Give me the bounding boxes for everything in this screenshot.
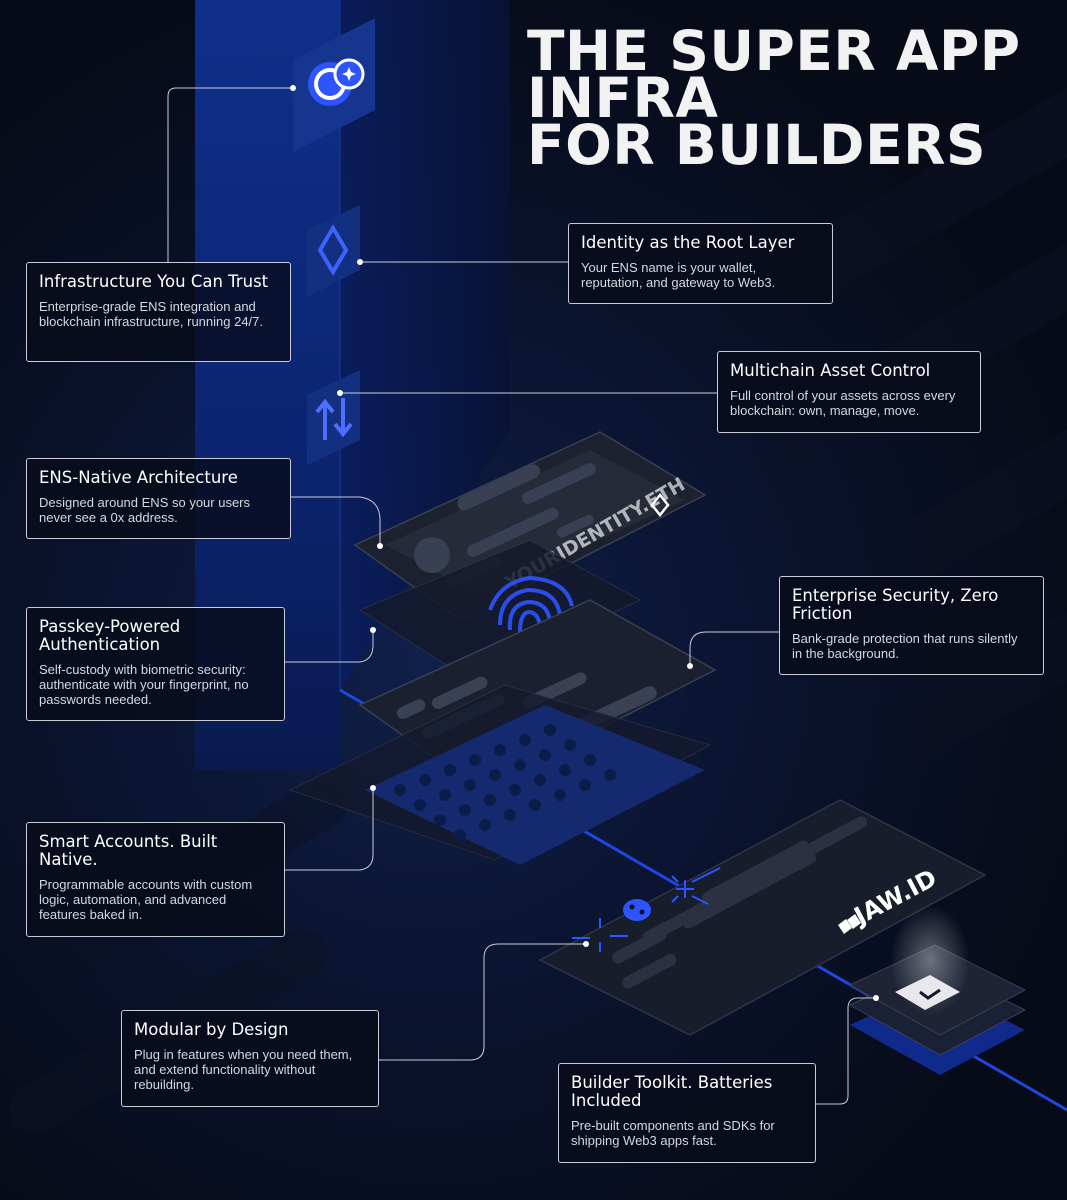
jaw-slab: JAW.ID <box>538 799 987 1036</box>
feature-card-smart-accounts: Smart Accounts. Built Native. Programmab… <box>26 822 285 937</box>
feature-card-identity: Identity as the Root Layer Your ENS name… <box>568 223 833 304</box>
feature-title: Smart Accounts. Built Native. <box>39 832 218 869</box>
connector-lines <box>167 87 876 1105</box>
feature-card-toolkit: Builder Toolkit. Batteries Included Pre-… <box>558 1063 816 1163</box>
feature-description: Designed around ENS so your users never … <box>39 495 251 525</box>
checkbox-icon <box>895 975 960 1010</box>
feature-description: Your ENS name is your wallet, reputation… <box>581 260 776 290</box>
feature-title: Infrastructure You Can Trust <box>39 272 269 291</box>
feature-card-infrastructure: Infrastructure You Can Trust Enterprise-… <box>26 262 291 362</box>
headline-line-2: INFRA <box>527 66 719 130</box>
feature-title: Identity as the Root Layer <box>581 233 795 252</box>
headline-line-1: THE SUPER APP <box>527 19 1021 83</box>
feature-title: Builder Toolkit. Batteries Included <box>571 1073 773 1110</box>
ens-logo-icon <box>317 224 349 276</box>
pillar-side <box>340 0 510 690</box>
feature-card-passkey: Passkey-Powered Authentication Self-cust… <box>26 607 285 721</box>
headline: THE SUPER APP INFRA FOR BUILDERS <box>527 19 1047 177</box>
toolkit-stack <box>848 905 1027 1075</box>
sparkle-icon <box>671 867 721 905</box>
ens-logo-icon <box>650 492 670 518</box>
feature-description: Plug in features when you need them, and… <box>134 1047 353 1092</box>
feature-description: Self-custody with biometric security: au… <box>39 662 249 707</box>
jaw-logo-icon <box>838 914 861 934</box>
feature-description: Bank-grade protection that runs silently… <box>792 631 1018 661</box>
fingerprint-layer <box>358 539 642 681</box>
feature-description: Programmable accounts with custom logic,… <box>39 877 253 922</box>
coins-tile <box>293 18 375 152</box>
crosshair-icon <box>572 918 628 952</box>
swap-arrows-icon <box>315 398 353 440</box>
headline-line-3: FOR BUILDERS <box>527 113 987 177</box>
feature-description: Full control of your assets across every… <box>730 388 956 418</box>
fingerprint-icon <box>488 575 574 633</box>
feature-title: ENS-Native Architecture <box>39 468 238 487</box>
feature-title: Multichain Asset Control <box>730 361 931 380</box>
connector-dots <box>290 85 879 1001</box>
feature-title: Modular by Design <box>134 1020 289 1039</box>
feature-card-multichain: Multichain Asset Control Full control of… <box>717 351 981 433</box>
feature-card-ens-native: ENS-Native Architecture Designed around … <box>26 458 291 539</box>
ens-tile <box>307 205 360 297</box>
coins-icon <box>308 58 365 106</box>
ladybug-icon <box>623 899 651 921</box>
smart-accounts-layer <box>288 684 712 865</box>
swap-tile <box>307 370 360 465</box>
feature-title: Passkey-Powered Authentication <box>39 617 181 654</box>
feature-card-modular: Modular by Design Plug in features when … <box>121 1010 379 1107</box>
feature-card-security: Enterprise Security, Zero Friction Bank-… <box>779 576 1044 675</box>
feature-description: Enterprise-grade ENS integration and blo… <box>39 299 264 329</box>
feature-title: Enterprise Security, Zero Friction <box>792 586 999 623</box>
feature-description: Pre-built components and SDKs for shippi… <box>571 1118 775 1148</box>
